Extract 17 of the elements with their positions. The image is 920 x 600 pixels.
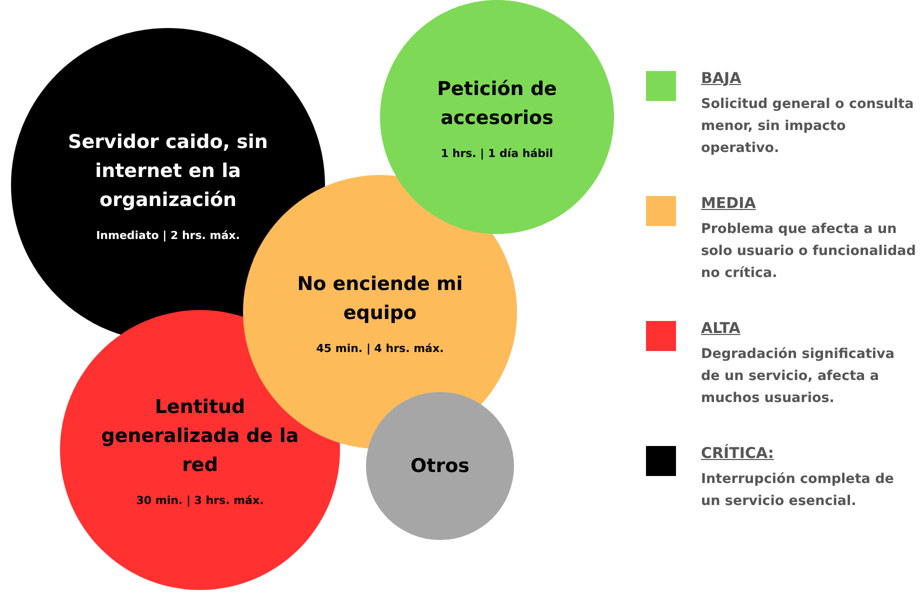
response-time: Inmediato | 2 hrs. máx. [96, 229, 240, 242]
bubble-title: Servidor caido, sin internet en la organización [67, 130, 269, 213]
legend-description: Degradación significativa de un servicio, afecta a muchos usuarios. [701, 345, 896, 408]
bubble-title: Lentitud generalizada de la red [100, 395, 300, 478]
bubble-title: No enciende mi equipo [296, 272, 464, 326]
response-time: 30 min. | 3 hrs. máx. [136, 494, 264, 507]
response-time: 1 hrs. | 1 día hábil [440, 146, 554, 160]
response-time: 45 min. | 4 hrs. máx. [316, 342, 444, 354]
legend-description: Solicitud general o consulta menor, sin impacto operativo. [701, 95, 915, 158]
bubble-title: Petición de accesorios [436, 76, 558, 130]
legend-heading: MEDIA [701, 194, 756, 212]
legend-heading: CRÍTICA: [701, 444, 774, 462]
legend-description: Interrupción completa de un servicio esencial. [701, 470, 895, 511]
legend-heading: ALTA [701, 319, 740, 337]
legend-description: Problema que afecta a un solo usuario o funcionalidad no crítica. [701, 220, 916, 283]
legend-heading: BAJA [701, 69, 742, 87]
bubble-title: Otros [410, 454, 470, 478]
